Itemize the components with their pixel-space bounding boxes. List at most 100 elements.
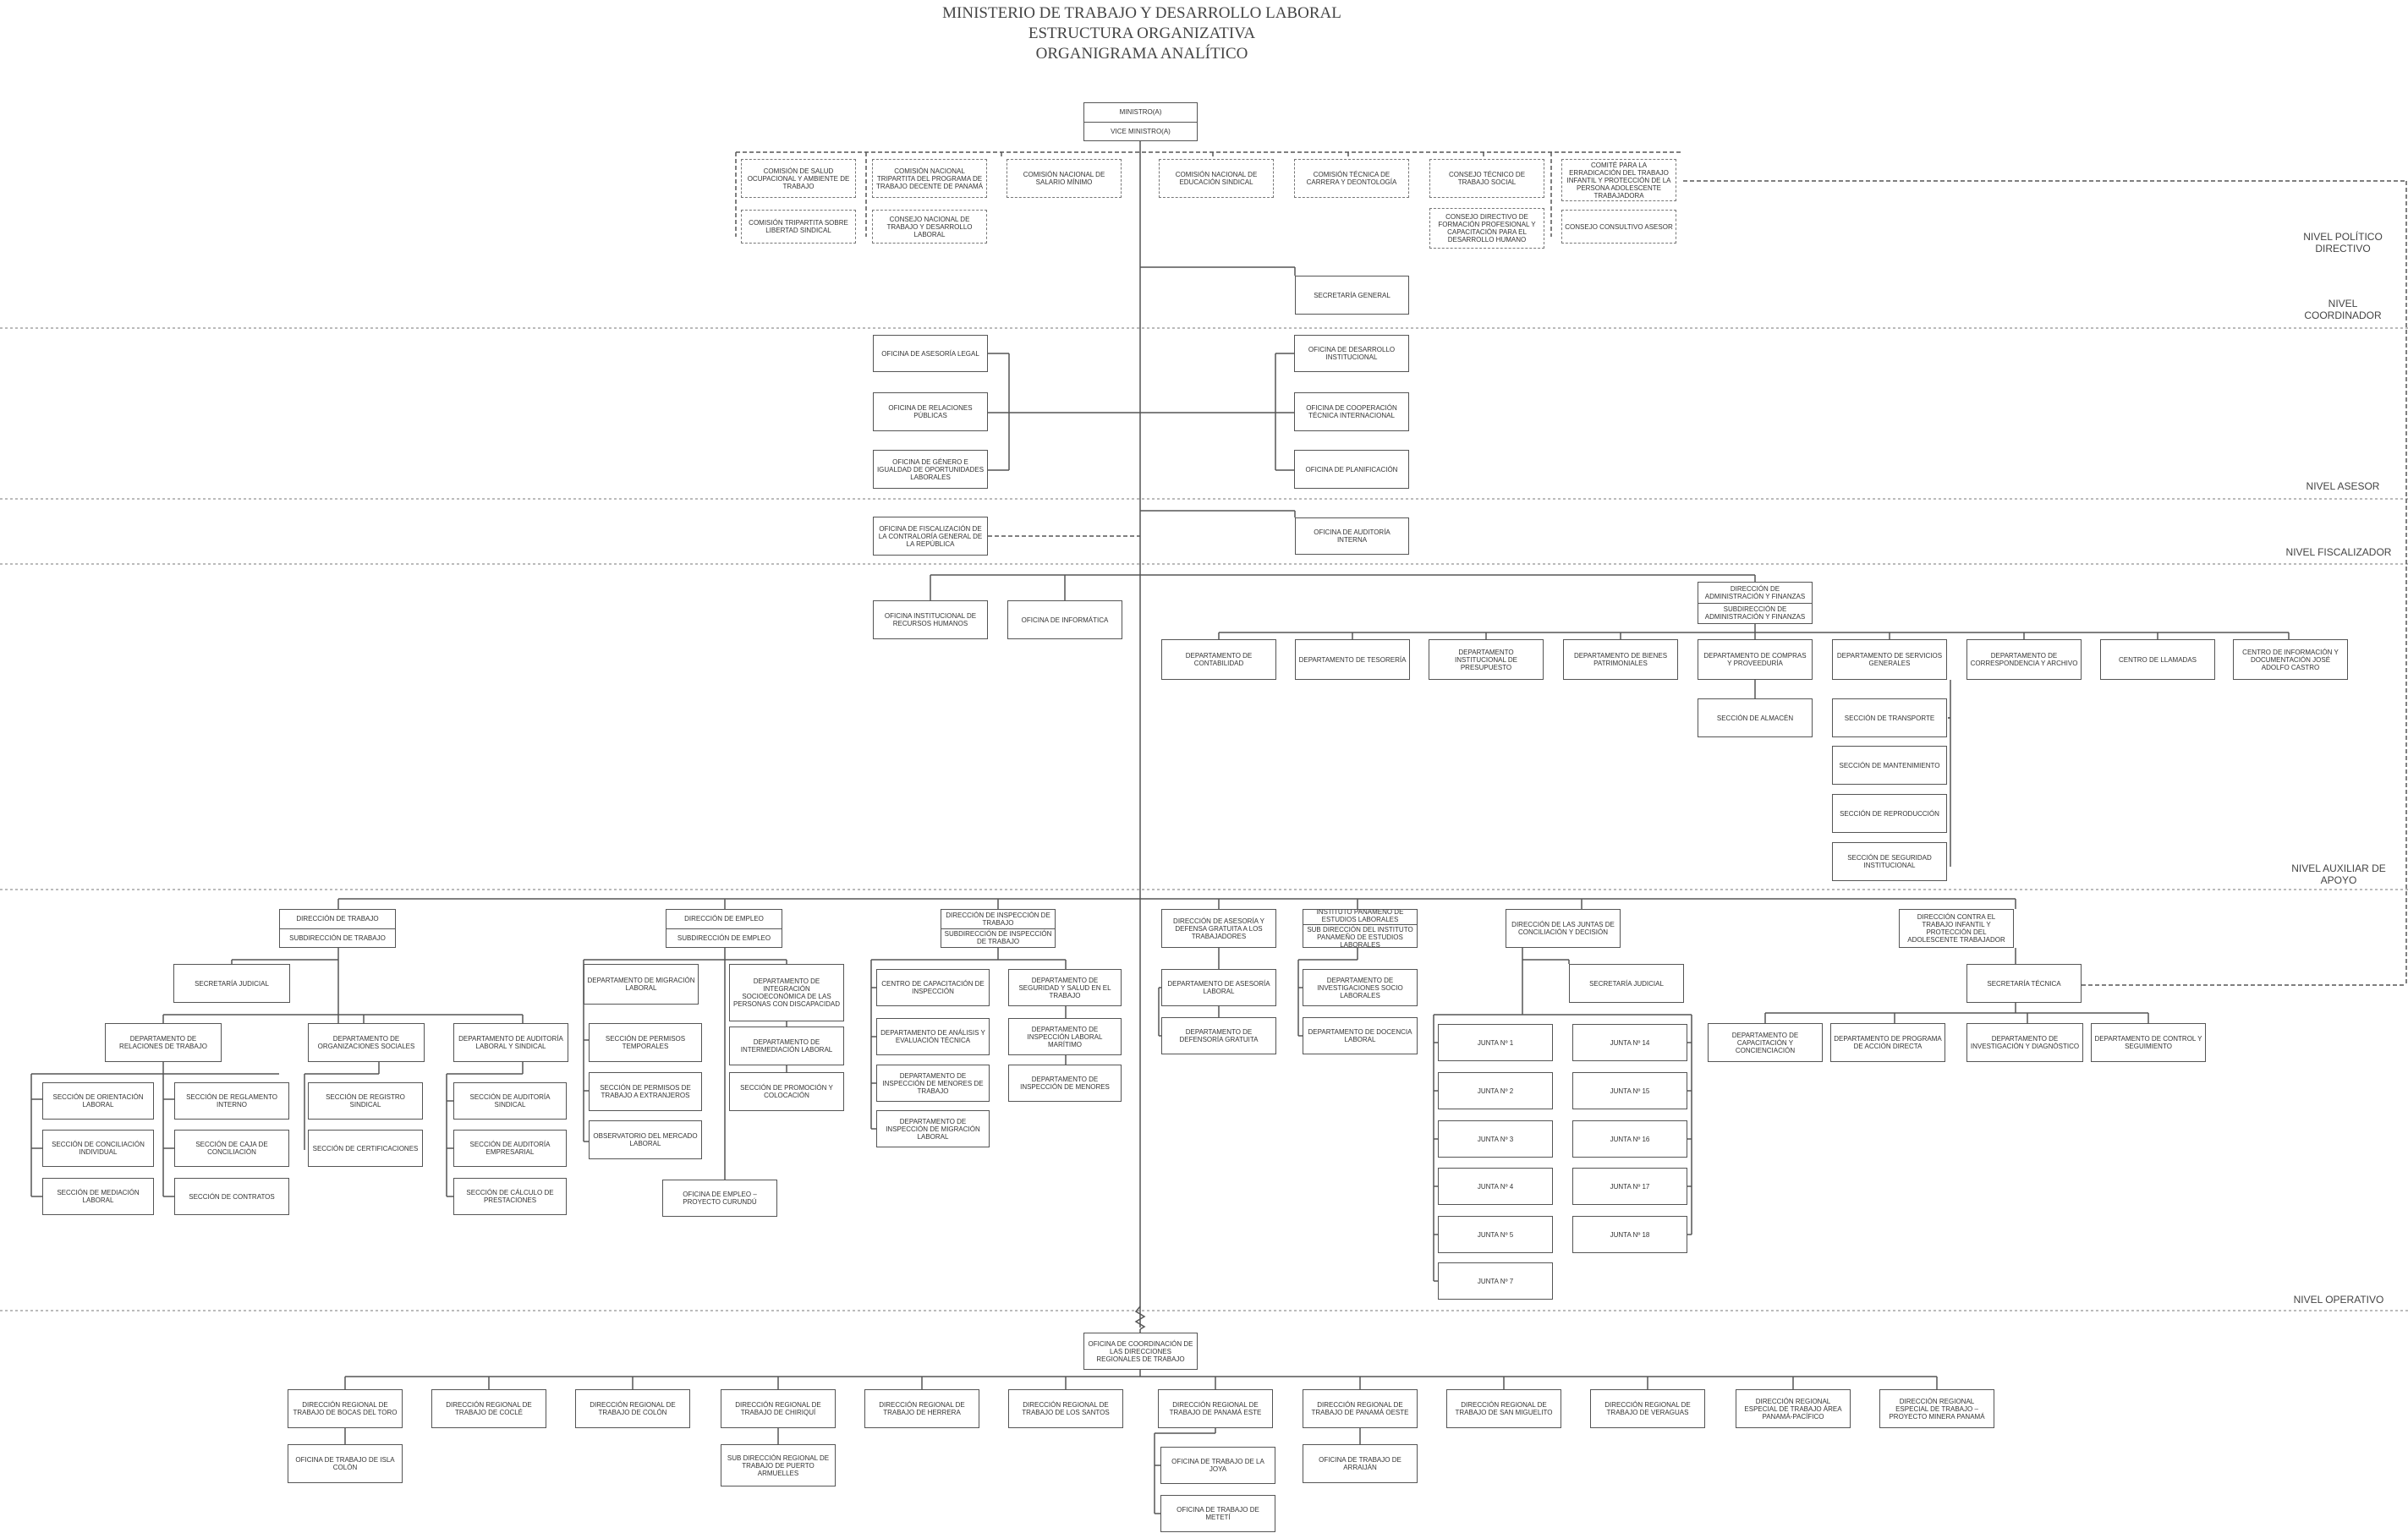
comite-trabajo-infantil: COMITÉ PARA LA ERRADICACIÓN DEL TRABAJO … (1561, 159, 1676, 201)
oficina-la-joya: OFICINA DE TRABAJO DE LA JOYA (1160, 1447, 1275, 1484)
consejo-educacion-sindical: COMISIÓN NACIONAL DE EDUCACIÓN SINDICAL (1159, 159, 1274, 198)
centro-capacitacion-inspeccion: CENTRO DE CAPACITACIÓN DE INSPECCIÓN (876, 969, 990, 1006)
regional-los-santos: DIRECCIÓN REGIONAL DE TRABAJO DE LOS SAN… (1008, 1389, 1123, 1428)
dept-migracion-laboral: DEPARTAMENTO DE MIGRACIÓN LABORAL (584, 964, 699, 1005)
ministro: MINISTRO(A) (1119, 108, 1162, 117)
level-fiscalizador-label: NIVEL FISCALIZADOR (2285, 546, 2392, 558)
consejo-carrera-deontologia: COMISIÓN TÉCNICA DE CARRERA Y DEONTOLOGÍ… (1294, 159, 1409, 198)
oficina-genero: OFICINA DE GÉNERO E IGUALDAD DE OPORTUNI… (873, 450, 988, 489)
subdireccion-trabajo: SUBDIRECCIÓN DE TRABAJO (280, 928, 395, 948)
oficina-desarrollo-institucional: OFICINA DE DESARROLLO INSTITUCIONAL (1294, 335, 1409, 372)
regional-minera-panama: DIRECCIÓN REGIONAL ESPECIAL DE TRABAJO –… (1879, 1389, 1994, 1428)
junta-4: JUNTA Nº 4 (1438, 1168, 1553, 1205)
seccion-conciliacion: SECCIÓN DE CONCILIACIÓN INDIVIDUAL (42, 1130, 154, 1167)
centro-llamadas: CENTRO DE LLAMADAS (2100, 639, 2215, 680)
junta-3: JUNTA Nº 3 (1438, 1120, 1553, 1158)
dept-integracion-discapacidad: DEPARTAMENTO DE INTEGRACIÓN SOCIOECONÓMI… (729, 964, 844, 1021)
level-auxiliar-line1: NIVEL AUXILIAR DE (2291, 862, 2386, 874)
instituto-estudios-laborales: INSTITUTO PANAMEÑO DE ESTUDIOS LABORALES… (1303, 909, 1418, 948)
direccion-empleo: DIRECCIÓN DE EMPLEO SUBDIRECCIÓN DE EMPL… (666, 909, 782, 948)
junta-18: JUNTA Nº 18 (1572, 1216, 1687, 1253)
subdireccion-empleo: SUBDIRECCIÓN DE EMPLEO (666, 928, 782, 948)
dept-asesoria-laboral: DEPARTAMENTO DE ASESORÍA LABORAL (1161, 969, 1276, 1006)
centro-informacion: CENTRO DE INFORMACIÓN Y DOCUMENTACIÓN JO… (2233, 639, 2348, 680)
seccion-permisos-extranjeros: SECCIÓN DE PERMISOS DE TRABAJO A EXTRANJ… (589, 1072, 702, 1111)
oficina-recursos-humanos: OFICINA INSTITUCIONAL DE RECURSOS HUMANO… (873, 600, 988, 639)
junta-16: JUNTA Nº 16 (1572, 1120, 1687, 1158)
dept-inspeccion-maritimo: DEPARTAMENTO DE INSPECCIÓN LABORAL MARÍT… (1008, 1018, 1122, 1055)
secretaria-tecnica: SECRETARÍA TÉCNICA (1966, 964, 2082, 1003)
minister-box: MINISTRO(A) VICE MINISTRO(A) (1083, 102, 1198, 141)
dept-organizaciones-sociales: DEPARTAMENTO DE ORGANIZACIONES SOCIALES (308, 1023, 425, 1062)
consejo-libertad-sindical: COMISIÓN TRIPARTITA SOBRE LIBERTAD SINDI… (741, 210, 856, 244)
dept-presupuesto: DEPARTAMENTO INSTITUCIONAL DE PRESUPUEST… (1429, 639, 1544, 680)
title-line-3: ORGANIGRAMA ANALÍTICO (1035, 45, 1248, 63)
oficina-contraloria: OFICINA DE FISCALIZACIÓN DE LA CONTRALOR… (873, 517, 988, 556)
juntas-secretaria-judicial: SECRETARÍA JUDICIAL (1569, 964, 1684, 1003)
regional-chiriqui: DIRECCIÓN REGIONAL DE TRABAJO DE CHIRIQU… (721, 1389, 836, 1428)
dept-investigacion-diagnostico: DEPARTAMENTO DE INVESTIGACIÓN Y DIAGNÓST… (1966, 1023, 2083, 1062)
dept-analisis-evaluacion: DEPARTAMENTO DE ANÁLISIS Y EVALUACIÓN TÉ… (876, 1018, 990, 1055)
dept-control-seguimiento: DEPARTAMENTO DE CONTROL Y SEGUIMIENTO (2091, 1023, 2206, 1062)
junta-1: JUNTA Nº 1 (1438, 1024, 1553, 1061)
regional-san-miguelito: DIRECCIÓN REGIONAL DE TRABAJO DE SAN MIG… (1446, 1389, 1561, 1428)
level-coordinador-line1: NIVEL (2328, 298, 2358, 309)
dept-investigaciones: DEPARTAMENTO DE INVESTIGACIONES SOCIO LA… (1303, 969, 1418, 1006)
subdireccion-inspeccion: SUBDIRECCIÓN DE INSPECCIÓN DE TRABAJO (941, 928, 1055, 948)
title-line-1: MINISTERIO DE TRABAJO Y DESARROLLO LABOR… (942, 4, 1341, 22)
dept-capacitacion-concienciacion: DEPARTAMENTO DE CAPACITACIÓN Y CONCIENCI… (1708, 1023, 1823, 1062)
direccion-administracion: DIRECCIÓN DE ADMINISTRACIÓN Y FINANZAS S… (1698, 582, 1813, 624)
junta-15: JUNTA Nº 15 (1572, 1072, 1687, 1109)
dept-intermediacion: DEPARTAMENTO DE INTERMEDIACIÓN LABORAL (729, 1027, 844, 1065)
junta-2: JUNTA Nº 2 (1438, 1072, 1553, 1109)
level-politico-line2: DIRECTIVO (2315, 243, 2371, 255)
level-asesor-label: NIVEL ASESOR (2306, 480, 2380, 492)
dept-seguridad-salud: DEPARTAMENTO DE SEGURIDAD Y SALUD EN EL … (1008, 969, 1122, 1006)
consejo-trabajo-decente: COMISIÓN NACIONAL TRIPARTITA DEL PROGRAM… (872, 159, 987, 198)
trabajo-secretaria-judicial: SECRETARÍA JUDICIAL (173, 964, 290, 1003)
dept-defensoria-gratuita: DEPARTAMENTO DE DEFENSORÍA GRATUITA (1161, 1017, 1276, 1054)
regional-bocas-del-toro: DIRECCIÓN REGIONAL DE TRABAJO DE BOCAS D… (288, 1389, 403, 1428)
seccion-caja: SECCIÓN DE CAJA DE CONCILIACIÓN (174, 1130, 289, 1167)
observatorio-mercado: OBSERVATORIO DEL MERCADO LABORAL (589, 1120, 702, 1159)
level-auxiliar-label: NIVEL AUXILIAR DE APOYO (2275, 862, 2402, 886)
seccion-mediacion: SECCIÓN DE MEDIACIÓN LABORAL (42, 1178, 154, 1215)
dept-inspeccion-menores: DEPARTAMENTO DE INSPECCIÓN DE MENORES (1008, 1065, 1122, 1102)
dept-contabilidad: DEPARTAMENTO DE CONTABILIDAD (1161, 639, 1276, 680)
dept-docencia: DEPARTAMENTO DE DOCENCIA LABORAL (1303, 1017, 1418, 1054)
level-politico-line1: NIVEL POLÍTICO (2303, 231, 2383, 243)
consejo-salario-minimo: COMISIÓN NACIONAL DE SALARIO MÍNIMO (1007, 159, 1122, 198)
direccion-trabajo-title: DIRECCIÓN DE TRABAJO (296, 915, 379, 923)
oficina-arraijan: OFICINA DE TRABAJO DE ARRAIJÁN (1303, 1444, 1418, 1483)
level-politico-label: NIVEL POLÍTICO DIRECTIVO (2284, 231, 2402, 255)
regional-panama-oeste: DIRECCIÓN REGIONAL DE TRABAJO DE PANAMÁ … (1303, 1389, 1418, 1428)
instituto-title: INSTITUTO PANAMEÑO DE ESTUDIOS LABORALES (1316, 909, 1404, 923)
instituto-subdireccion: SUB DIRECCIÓN DEL INSTITUTO PANAMEÑO DE … (1303, 924, 1417, 947)
dept-tesoreria: DEPARTAMENTO DE TESORERÍA (1295, 639, 1410, 680)
oficina-coordinacion-regional: OFICINA DE COORDINACIÓN DE LAS DIRECCION… (1083, 1333, 1198, 1370)
oficina-informatica: OFICINA DE INFORMÁTICA (1007, 600, 1122, 639)
direccion-administracion-title: DIRECCIÓN DE ADMINISTRACIÓN Y FINANZAS (1704, 584, 1806, 600)
direccion-trabajo-infantil: DIRECCIÓN CONTRA EL TRABAJO INFANTIL Y P… (1899, 909, 2014, 948)
seccion-seguridad-institucional: SECCIÓN DE SEGURIDAD INSTITUCIONAL (1832, 842, 1947, 881)
seccion-auditoria-sindical: SECCIÓN DE AUDITORÍA SINDICAL (453, 1082, 567, 1120)
seccion-contratos: SECCIÓN DE CONTRATOS (174, 1178, 289, 1215)
direccion-inspeccion-title: DIRECCIÓN DE INSPECCIÓN DE TRABAJO (946, 911, 1050, 927)
direccion-trabajo: DIRECCIÓN DE TRABAJO SUBDIRECCIÓN DE TRA… (279, 909, 396, 948)
dept-accion-directa: DEPARTAMENTO DE PROGRAMA DE ACCIÓN DIREC… (1830, 1023, 1945, 1062)
oficina-cooperacion-tecnica: OFICINA DE COOPERACIÓN TÉCNICA INTERNACI… (1294, 392, 1409, 431)
subdireccion-puerto-armuelles: SUB DIRECCIÓN REGIONAL DE TRABAJO DE PUE… (721, 1444, 836, 1486)
level-operativo-label: NIVEL OPERATIVO (2293, 1294, 2384, 1306)
seccion-transporte: SECCIÓN DE TRANSPORTE (1832, 698, 1947, 737)
dept-inspeccion-menores-trabajo: DEPARTAMENTO DE INSPECCIÓN DE MENORES DE… (876, 1065, 990, 1102)
seccion-orientacion: SECCIÓN DE ORIENTACIÓN LABORAL (42, 1082, 154, 1120)
subdireccion-administracion: SUBDIRECCIÓN DE ADMINISTRACIÓN Y FINANZA… (1698, 602, 1812, 624)
regional-cocle: DIRECCIÓN REGIONAL DE TRABAJO DE COCLÉ (431, 1389, 546, 1428)
oficina-relaciones-publicas: OFICINA DE RELACIONES PÚBLICAS (873, 392, 988, 431)
chart-title: MINISTERIO DE TRABAJO Y DESARROLLO LABOR… (846, 3, 1438, 64)
regional-panama-este: DIRECCIÓN REGIONAL DE TRABAJO DE PANAMÁ … (1158, 1389, 1273, 1428)
junta-17: JUNTA Nº 17 (1572, 1168, 1687, 1205)
oficina-planificacion: OFICINA DE PLANIFICACIÓN (1294, 450, 1409, 489)
seccion-mantenimiento: SECCIÓN DE MANTENIMIENTO (1832, 746, 1947, 785)
